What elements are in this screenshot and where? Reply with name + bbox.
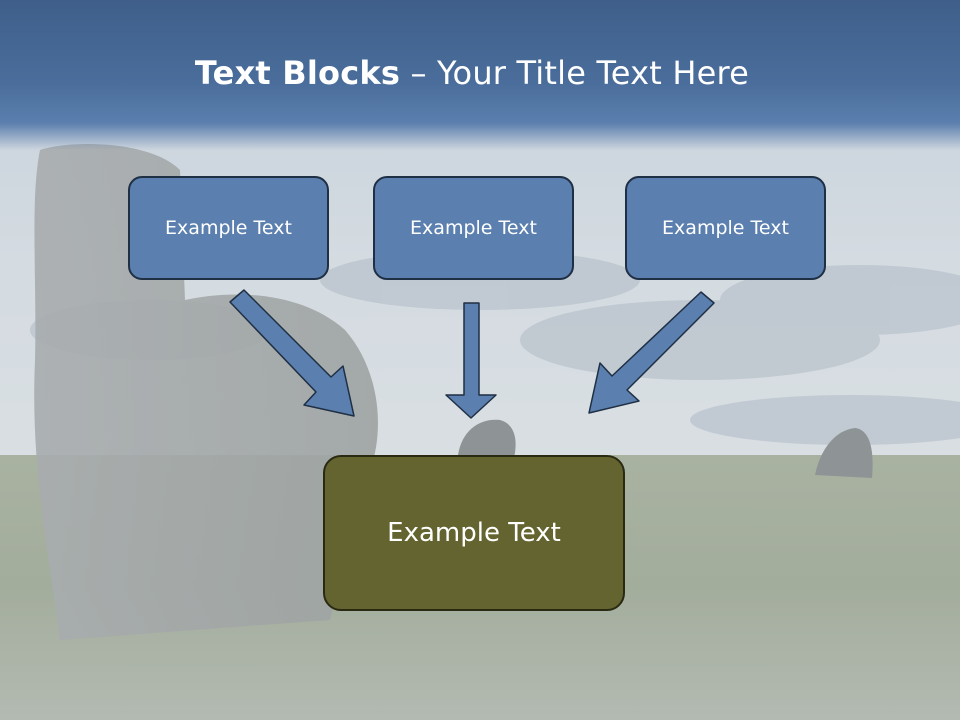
text-block-top-right[interactable]: Example Text [625,176,826,280]
standing-stone-right [815,428,873,478]
arrow-center-down [445,302,497,419]
text-block-top-left[interactable]: Example Text [128,176,329,280]
text-block-main-label: Example Text [387,518,561,548]
clouds [30,250,960,445]
arrow-left-down-right [229,289,355,417]
slide-title: Text Blocks – Your Title Text Here [0,54,944,92]
arrow-right-down-left [588,291,715,414]
title-rest-part: – Your Title Text Here [400,54,750,92]
text-block-top-center[interactable]: Example Text [373,176,574,280]
text-block-main[interactable]: Example Text [323,455,625,611]
standing-stone-large [34,144,378,641]
text-block-top-center-label: Example Text [410,217,537,239]
text-block-top-left-label: Example Text [165,217,292,239]
standing-stone-center [458,419,516,458]
title-bold-part: Text Blocks [194,54,401,92]
title-band [0,0,960,150]
text-block-top-right-label: Example Text [662,217,789,239]
